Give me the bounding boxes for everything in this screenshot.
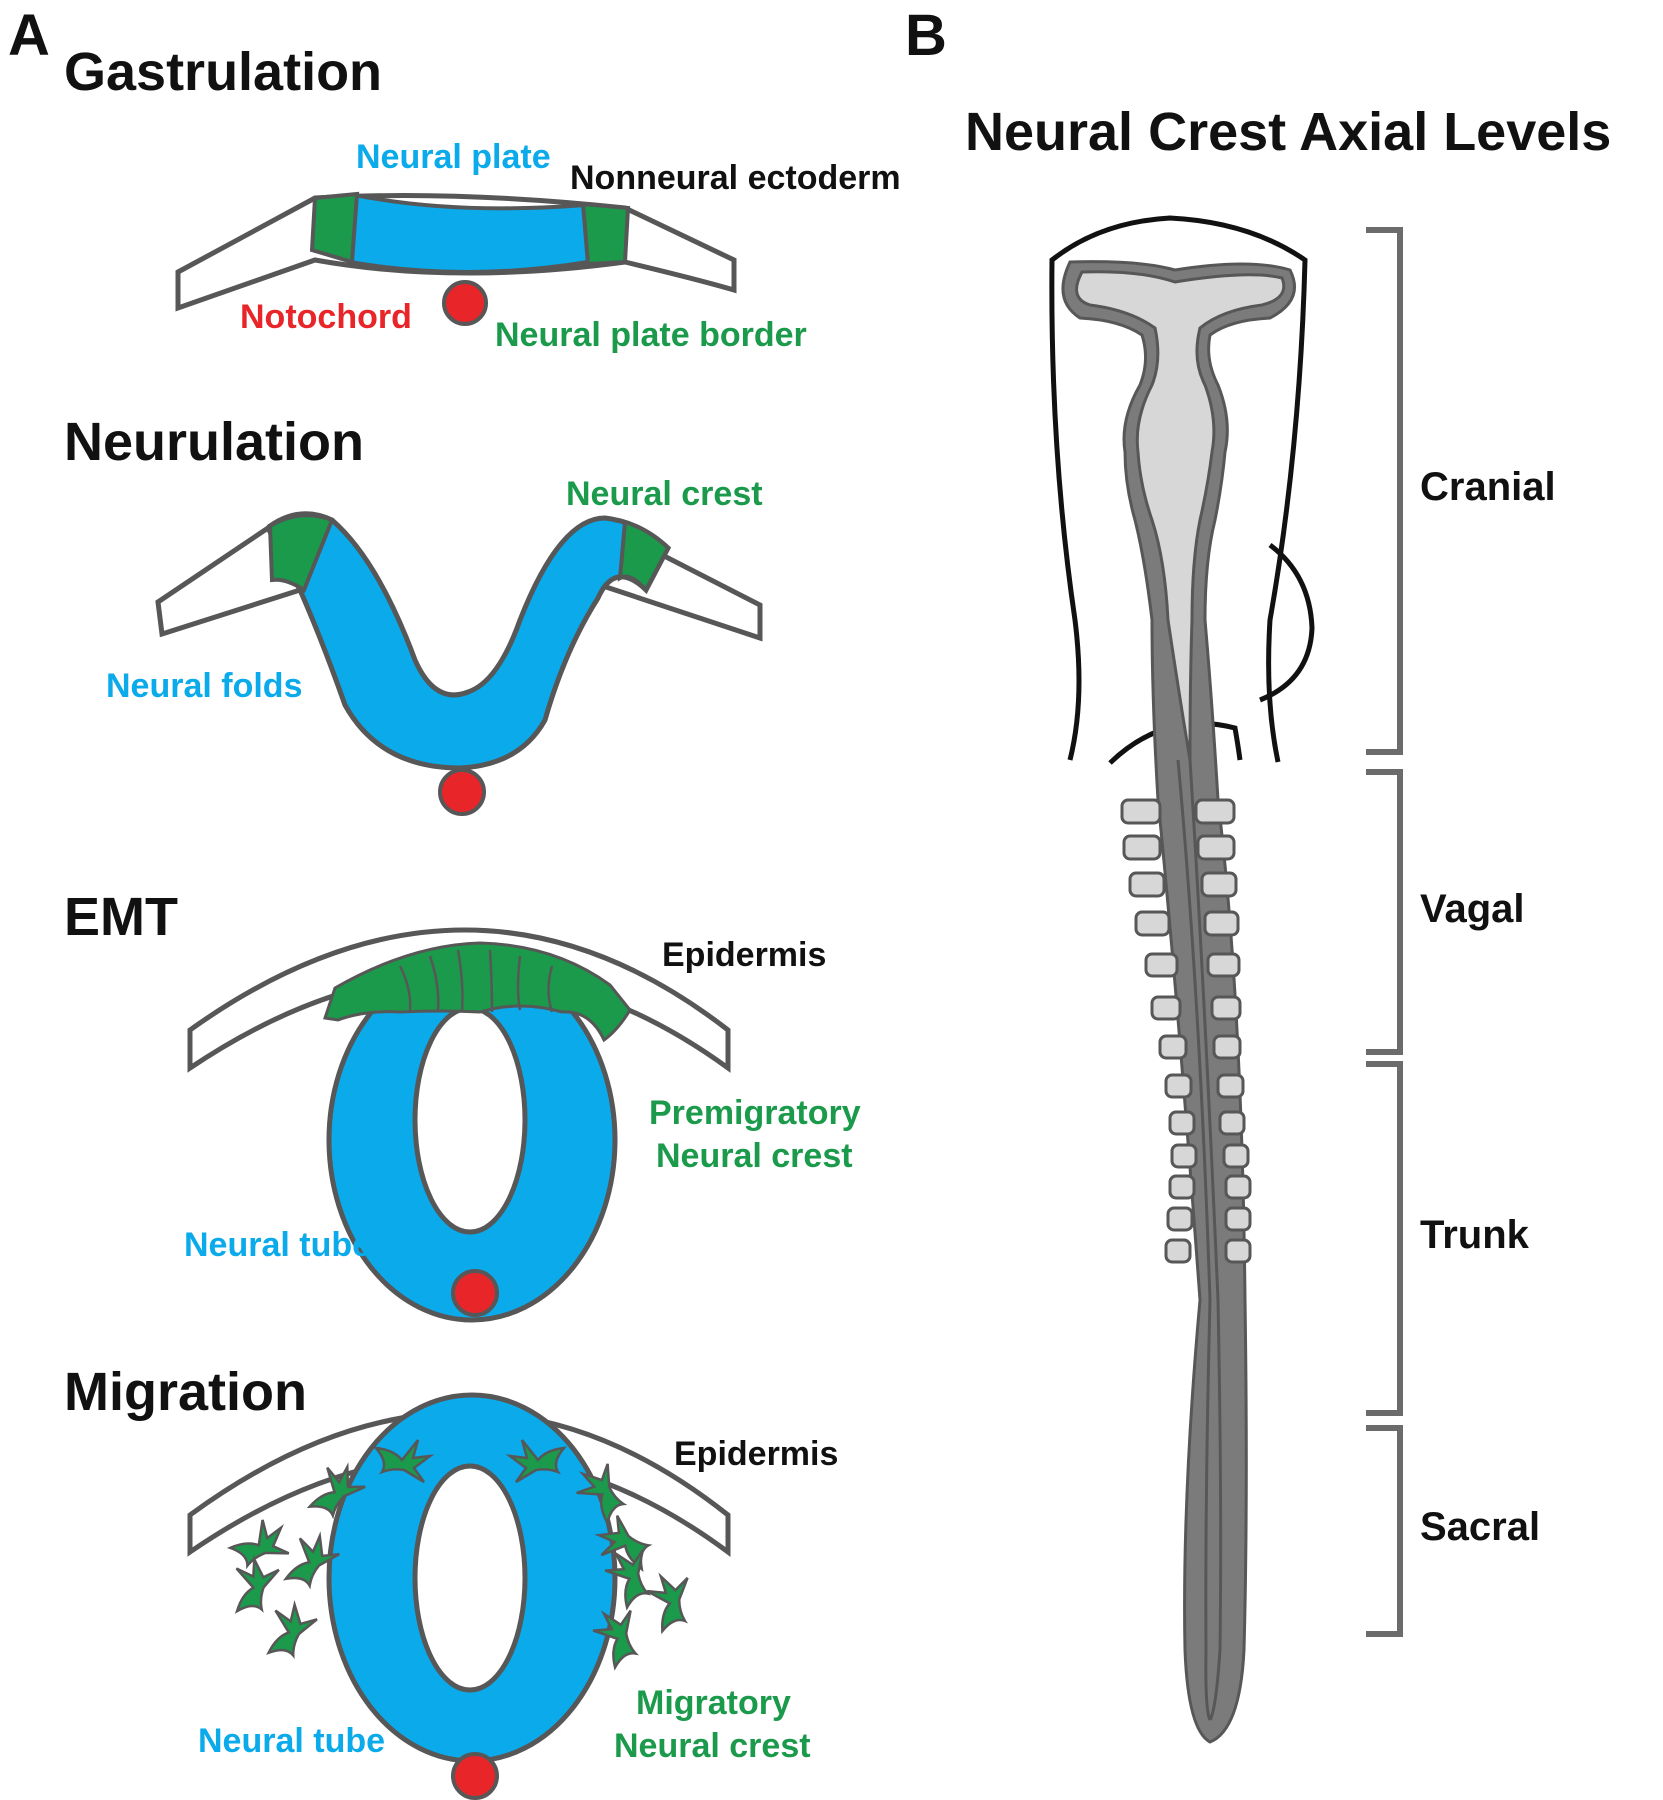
- migratory-cell: [643, 1570, 698, 1634]
- somite: [1222, 1143, 1250, 1169]
- somite: [1206, 952, 1241, 978]
- somite: [1170, 1143, 1198, 1169]
- notochord-label: Notochord: [240, 298, 412, 336]
- premigratory-label-line2: Neural crest: [656, 1137, 853, 1175]
- neural-folds-label: Neural folds: [106, 667, 302, 705]
- neural-crest-label: Neural crest: [566, 475, 763, 513]
- neural-crest-right: [617, 519, 671, 594]
- epidermis-label-emt: Epidermis: [662, 936, 826, 974]
- panel-b-letter: B: [905, 3, 947, 68]
- somite: [1203, 910, 1240, 937]
- somite: [1134, 910, 1171, 937]
- bracket-cranial: [1366, 227, 1403, 755]
- epidermis-label-migration: Epidermis: [674, 1435, 838, 1473]
- migration-title: Migration: [64, 1362, 307, 1422]
- embryo-outline: [1049, 215, 1315, 765]
- gastrulation-stage: Gastrulation Neural plate Nonneural ecto…: [64, 42, 901, 354]
- neural-tube-lumen: [1075, 270, 1286, 761]
- neural-tube-lumen-emt: [412, 1005, 528, 1235]
- somite: [1144, 952, 1179, 978]
- somite: [1120, 798, 1162, 825]
- somite: [1194, 798, 1236, 825]
- neural-plate-label: Neural plate: [356, 138, 551, 176]
- migratory-cell: [259, 1598, 321, 1666]
- somite: [1224, 1174, 1252, 1200]
- somite: [1164, 1073, 1193, 1099]
- notochord-migration: [451, 1752, 499, 1800]
- neural-plate-shape: [347, 192, 591, 274]
- panel-a-letter: A: [8, 3, 50, 68]
- emt-stage: EMT Epidermis Premigratory Neural crest …: [64, 887, 861, 1323]
- somite: [1212, 1034, 1242, 1060]
- neural-plate-border-right: [580, 201, 631, 267]
- somite: [1200, 871, 1238, 898]
- somite: [1168, 1110, 1196, 1136]
- somite: [1122, 834, 1162, 861]
- somite: [1150, 995, 1182, 1021]
- somite: [1158, 1034, 1188, 1060]
- emt-title: EMT: [64, 887, 178, 947]
- somite: [1224, 1238, 1252, 1264]
- somite: [1224, 1206, 1252, 1232]
- neural-tube-label-migration: Neural tube: [198, 1722, 385, 1760]
- level-sacral-label: Sacral: [1420, 1505, 1540, 1549]
- somite: [1128, 871, 1166, 898]
- somite: [1218, 1110, 1246, 1136]
- neurulation-title: Neurulation: [64, 412, 364, 472]
- neural-plate-border-label: Neural plate border: [495, 316, 807, 354]
- notochord-gastrulation: [442, 280, 488, 326]
- somite: [1164, 1238, 1192, 1264]
- somite: [1210, 995, 1242, 1021]
- axial-levels-title: Neural Crest Axial Levels: [965, 102, 1611, 162]
- somite: [1196, 834, 1236, 861]
- migratory-cell: [227, 1555, 282, 1619]
- somites: [1120, 798, 1252, 1264]
- somite: [1168, 1174, 1196, 1200]
- neurulation-stage: Neurulation Neural crest Neural folds: [64, 412, 763, 816]
- nonneural-ectoderm-label: Nonneural ectoderm: [570, 159, 901, 197]
- migratory-label-line1: Migratory: [636, 1684, 791, 1722]
- premigratory-cell-lines: [398, 949, 554, 1013]
- level-brackets: [1366, 227, 1403, 1637]
- somite: [1216, 1073, 1245, 1099]
- neural-tube-inner-lines: [1176, 759, 1223, 1721]
- neural-plate-border-left: [309, 191, 360, 265]
- migratory-label-line2: Neural crest: [614, 1727, 811, 1765]
- gastrulation-title: Gastrulation: [64, 42, 382, 102]
- neural-folds-shape: [266, 511, 672, 771]
- bracket-vagal: [1366, 769, 1403, 1055]
- migration-stage: Migration Epidermis Migratory Neural cre…: [64, 1362, 838, 1800]
- notochord-emt: [451, 1269, 499, 1317]
- neural-tube-label-emt: Neural tube: [184, 1226, 371, 1264]
- neural-crest-left: [267, 513, 335, 594]
- somite: [1166, 1206, 1194, 1232]
- neural-tube-lumen-migration: [412, 1463, 528, 1693]
- level-cranial-label: Cranial: [1420, 465, 1556, 509]
- level-vagal-label: Vagal: [1420, 887, 1525, 931]
- bracket-sacral: [1366, 1425, 1403, 1637]
- level-trunk-label: Trunk: [1420, 1213, 1530, 1257]
- bracket-trunk: [1366, 1061, 1403, 1416]
- premigratory-label-line1: Premigratory: [649, 1094, 861, 1132]
- notochord-neurulation: [438, 768, 486, 816]
